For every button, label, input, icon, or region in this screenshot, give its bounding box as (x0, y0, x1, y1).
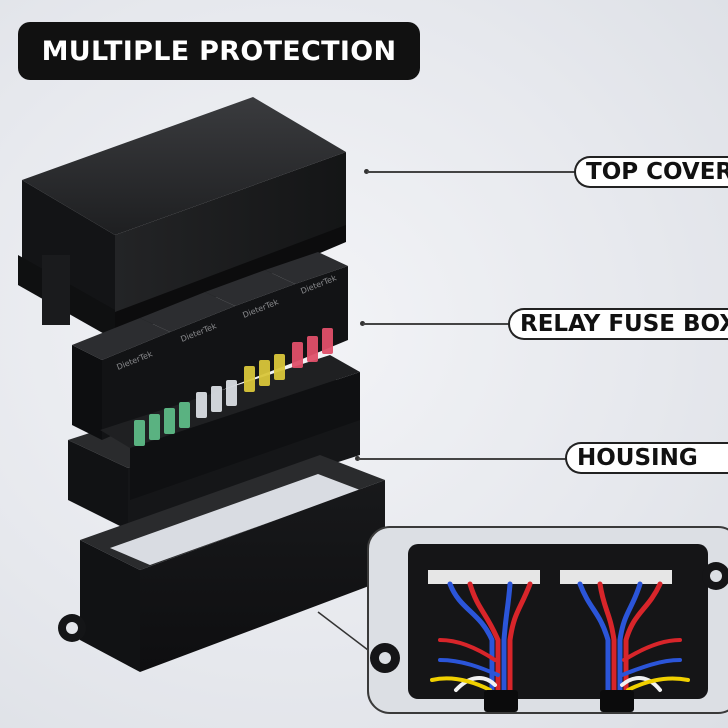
fuse-row (134, 328, 333, 446)
housing (58, 455, 385, 672)
cable-gland-right (600, 690, 634, 712)
headline-badge: MULTIPLE PROTECTION (18, 22, 420, 80)
top-cover-label-text: TOP COVER (586, 159, 728, 185)
fuse-clear-group (196, 380, 237, 418)
wires (430, 581, 690, 703)
housing-leader-line (358, 458, 566, 460)
fuse-green-group (134, 402, 190, 446)
top-cover-label: TOP COVER (574, 156, 728, 188)
housing-front-face (140, 480, 385, 672)
top-cover (18, 97, 346, 340)
housing-label-text: HOUSING (577, 445, 698, 471)
relay-fuse-box-label-text: RELAY FUSE BOX (520, 311, 728, 337)
relay-fuse-box-leader-line (363, 323, 509, 325)
top-cover-pointer-dot (364, 169, 369, 174)
top-cover-leader-line (367, 171, 575, 173)
relay-fuse-box-label: RELAY FUSE BOX (508, 308, 728, 340)
fuse-yellow-group (244, 354, 285, 392)
housing-label: HOUSING (565, 442, 728, 474)
relay-fuse-box: DieterTek DieterTek DieterTek DieterTek (68, 252, 360, 530)
inset-mount-hole-right (710, 570, 722, 582)
housing-pointer-dot (355, 456, 360, 461)
inset-housing-body (408, 544, 708, 699)
fuse-red-group (292, 328, 333, 368)
housing-left-face (80, 540, 140, 672)
inset-mount-hole-left (379, 652, 391, 664)
wiring-detail-inset (317, 526, 728, 714)
terminal-strip-right (560, 570, 672, 584)
inset-leader-line (317, 611, 369, 651)
top-cover-top-face (22, 97, 346, 235)
headline-text: MULTIPLE PROTECTION (41, 35, 397, 67)
relay-2: DieterTek (140, 292, 235, 410)
cable-gland-left (484, 690, 518, 712)
relay-fuse-box-pointer-dot (360, 321, 365, 326)
top-cover-latch (42, 255, 70, 325)
terminal-strip-left (428, 570, 540, 584)
housing-opening (110, 474, 360, 565)
